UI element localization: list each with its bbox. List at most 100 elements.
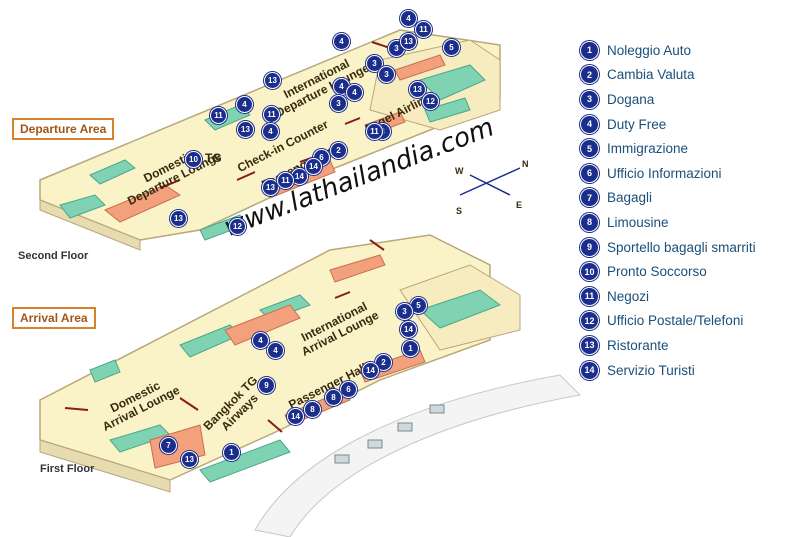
direction-arrow [236,171,256,181]
legend-item: 7 Bagagli [580,186,795,211]
map-pin[interactable]: 2 [375,354,392,371]
legend-label: Cambia Valuta [607,67,695,83]
map-pin[interactable]: 11 [210,107,227,124]
map-pin[interactable]: 4 [267,342,284,359]
map-pin[interactable]: 11 [366,123,383,140]
first-floor-green-block [199,439,291,483]
first-floor-label: First Floor [40,463,95,475]
map-pin[interactable]: 11 [263,106,280,123]
car [334,454,350,464]
map-pin[interactable]: 9 [258,377,275,394]
map-pin[interactable]: 8 [304,401,321,418]
map-pin[interactable]: 13 [237,121,254,138]
zone-tg-departure: TG [205,151,222,165]
map-pin[interactable]: 7 [160,437,177,454]
legend-item: 13 Ristorante [580,333,795,358]
map-pin[interactable]: 14 [400,321,417,338]
car [429,404,445,414]
first-floor-green-block [89,359,121,383]
map-pin[interactable]: 4 [252,332,269,349]
departure-area-label: Departure Area [12,118,115,140]
second-floor-label: Second Floor [18,250,89,262]
first-floor-orange-area [329,254,386,283]
legend-number-badge: 10 [580,262,599,282]
map-pin[interactable]: 13 [262,179,279,196]
map-pin[interactable]: 13 [409,81,426,98]
legend-label: Noleggio Auto [607,42,692,58]
map-pin[interactable]: 5 [410,297,427,314]
second-floor-orange-area [104,184,182,223]
legend-item: 2 Cambia Valuta [580,63,795,88]
arrival-area-label: Arrival Area [12,307,96,329]
legend-item: 9 Sportello bagagli smarriti [580,235,795,260]
legend-label: Bagagli [607,190,653,206]
legend-label: Ristorante [607,337,669,353]
map-pin[interactable]: 5 [443,39,460,56]
legend-number-badge: 13 [580,335,599,355]
second-floor-front-wall [39,199,141,251]
map-pin[interactable]: 4 [236,96,253,113]
map-pin[interactable]: 12 [229,218,246,235]
legend-label: Sportello bagagli smarriti [607,239,756,255]
map-pin[interactable]: 6 [340,381,357,398]
direction-arrow [179,397,199,411]
legend-label: Ufficio Informazioni [607,165,722,181]
direction-arrow [371,41,391,49]
map-pin[interactable]: 14 [305,158,322,175]
map-pin[interactable]: 1 [402,340,419,357]
map-pin[interactable]: 4 [400,10,417,27]
map-pin[interactable]: 11 [415,21,432,38]
compass-east: E [516,200,523,210]
map-pin[interactable]: 3 [396,303,413,320]
compass-south: S [456,206,463,216]
legend-item: 6 Ufficio Informazioni [580,161,795,186]
car [367,439,383,449]
map-pin[interactable]: 8 [325,389,342,406]
legend-item: 8 Limousine [580,210,795,235]
map-pin[interactable]: 13 [170,210,187,227]
legend-number-badge: 4 [580,114,599,134]
map-pin[interactable]: 13 [400,33,417,50]
map-pin[interactable]: 2 [330,142,347,159]
legend-number-badge: 6 [580,163,599,183]
direction-arrow [369,239,385,251]
map-pin[interactable]: 3 [330,95,347,112]
map-pin[interactable]: 4 [333,33,350,50]
map-pin[interactable]: 3 [366,55,383,72]
direction-arrow [64,407,89,411]
map-pin[interactable]: 12 [422,93,439,110]
map-pin[interactable]: 14 [362,362,379,379]
legend-number-badge: 2 [580,65,599,85]
map-pin[interactable]: 1 [223,444,240,461]
legend-number-badge: 9 [580,237,599,257]
map-pin[interactable]: 13 [181,451,198,468]
map-pin[interactable]: 14 [291,168,308,185]
map-pin[interactable]: 4 [346,84,363,101]
map-pin[interactable]: 11 [277,172,294,189]
legend-label: Servizio Turisti [607,362,695,378]
legend-number-badge: 7 [580,188,599,208]
second-floor-green-block [59,194,106,219]
legend-item: 3 Dogana [580,87,795,112]
map-pin[interactable]: 3 [378,66,395,83]
map-pin[interactable]: 10 [185,151,202,168]
map-pin[interactable]: 14 [287,408,304,425]
first-floor-orange-area [224,304,301,346]
legend-label: Pronto Soccorso [607,264,707,280]
legend-number-badge: 14 [580,360,599,380]
map-pin[interactable]: 13 [264,72,281,89]
legend-label: Immigrazione [607,141,689,157]
legend-number-badge: 8 [580,212,599,232]
legend-label: Dogana [607,91,655,107]
legend-label: Limousine [607,214,669,230]
direction-arrow [267,419,283,433]
legend-number-badge: 3 [580,89,599,109]
second-floor-orange-area [394,54,446,81]
